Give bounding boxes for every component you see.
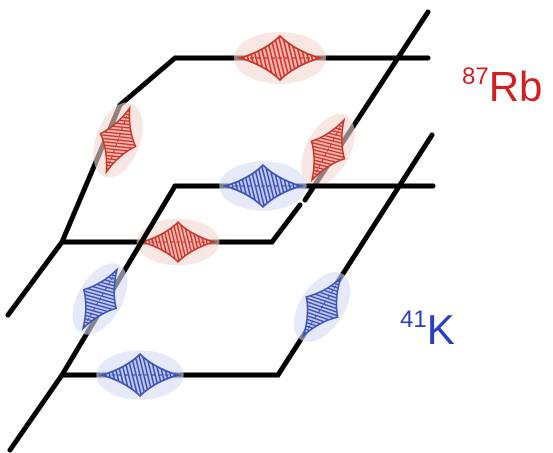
k-pulse-left: [66, 263, 134, 335]
rb-pulse-top: [234, 32, 326, 84]
k-interferometer: [7, 132, 436, 453]
k-species-label: 41K: [400, 306, 455, 353]
k-element-symbol: K: [427, 306, 455, 353]
k-pulse-top: [219, 161, 307, 211]
rb-pulse-middle: [136, 218, 220, 266]
rb-interferometer: [5, 9, 431, 318]
rb-beam-paths: [5, 9, 431, 318]
rb-pulses: [88, 32, 361, 266]
rb-pulse-right: [295, 113, 361, 187]
rb-pulse-left: [88, 102, 148, 178]
rb-lower-arm: [59, 202, 303, 245]
k-pulse-right: [287, 271, 357, 343]
rb-species-label: 87Rb: [462, 63, 542, 110]
rb-mass-number: 87: [462, 63, 489, 90]
k-pulse-bottom: [96, 350, 184, 400]
rb-element-symbol: Rb: [489, 63, 543, 110]
k-pulses: [66, 161, 357, 400]
k-mass-number: 41: [400, 306, 427, 333]
